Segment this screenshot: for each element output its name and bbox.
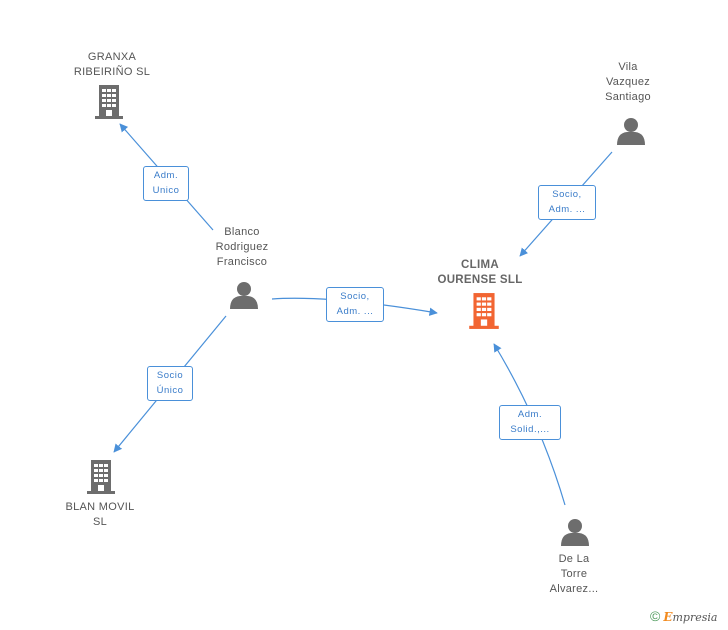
node-delatorre-line1: De La <box>558 553 590 565</box>
node-blanmovil-label[interactable]: BLAN MOVIL SL <box>55 500 145 530</box>
edge-label-blanco-blanmovil[interactable]: Socio Único <box>147 366 193 401</box>
edge-label-line2: Solid.,... <box>510 424 550 435</box>
node-blanmovil-line1: BLAN MOVIL <box>65 501 135 513</box>
brand-initial: E <box>663 610 673 624</box>
node-delatorre-label[interactable]: De La Torre Alvarez... <box>534 552 614 597</box>
node-granxa-line2: RIBEIRIÑO SL <box>73 66 151 78</box>
empresia-footer-logo[interactable]: ©Empresia <box>650 608 717 624</box>
node-vila-line3: Santiago <box>605 91 651 103</box>
node-vila-line1: Vila <box>618 61 638 73</box>
node-blanco-line3: Francisco <box>216 256 268 268</box>
node-clima-line2: OURENSE SLL <box>437 274 523 286</box>
edge-label-blanco-clima[interactable]: Socio, Adm. ... <box>326 287 384 322</box>
edge-label-delatorre-clima[interactable]: Adm. Solid.,... <box>499 405 561 440</box>
edge-label-blanco-granxa[interactable]: Adm. Unico <box>143 166 189 201</box>
node-blanmovil-line2: SL <box>92 516 108 528</box>
node-blanco-line2: Rodriguez <box>215 241 269 253</box>
node-blanco-label[interactable]: Blanco Rodriguez Francisco <box>200 225 284 270</box>
edge-label-line1: Socio, <box>552 189 582 200</box>
edge-label-vila-clima[interactable]: Socio, Adm. ... <box>538 185 596 220</box>
edge-label-line1: Adm. <box>153 170 179 181</box>
node-delatorre-line2: Torre <box>560 568 588 580</box>
copyright-icon: © <box>650 608 661 624</box>
person-icon[interactable] <box>229 280 259 310</box>
person-icon[interactable] <box>616 116 646 146</box>
edge-label-line2: Adm. ... <box>336 306 374 317</box>
node-granxa-line1: GRANXA <box>87 51 137 63</box>
edge-label-line1: Adm. <box>517 409 543 420</box>
edge-label-line2: Único <box>156 385 184 396</box>
edge-label-line1: Socio, <box>340 291 370 302</box>
edge-label-line2: Unico <box>152 185 180 196</box>
edge-label-line2: Adm. ... <box>548 204 586 215</box>
node-delatorre-line3: Alvarez... <box>549 583 599 595</box>
node-vila-line2: Vazquez <box>605 76 651 88</box>
node-clima-line1: CLIMA <box>461 259 499 271</box>
node-vila-label[interactable]: Vila Vazquez Santiago <box>588 60 668 105</box>
main-company-building-icon[interactable] <box>468 292 500 330</box>
company-building-icon[interactable] <box>86 459 116 495</box>
node-blanco-line1: Blanco <box>224 226 260 238</box>
company-building-icon[interactable] <box>94 84 124 120</box>
edge-label-line1: Socio <box>156 370 184 381</box>
node-clima-label[interactable]: CLIMA OURENSE SLL <box>425 258 535 288</box>
brand-name: mpresia <box>672 611 718 624</box>
person-icon[interactable] <box>560 517 590 547</box>
node-granxa-label[interactable]: GRANXA RIBEIRIÑO SL <box>60 50 164 80</box>
